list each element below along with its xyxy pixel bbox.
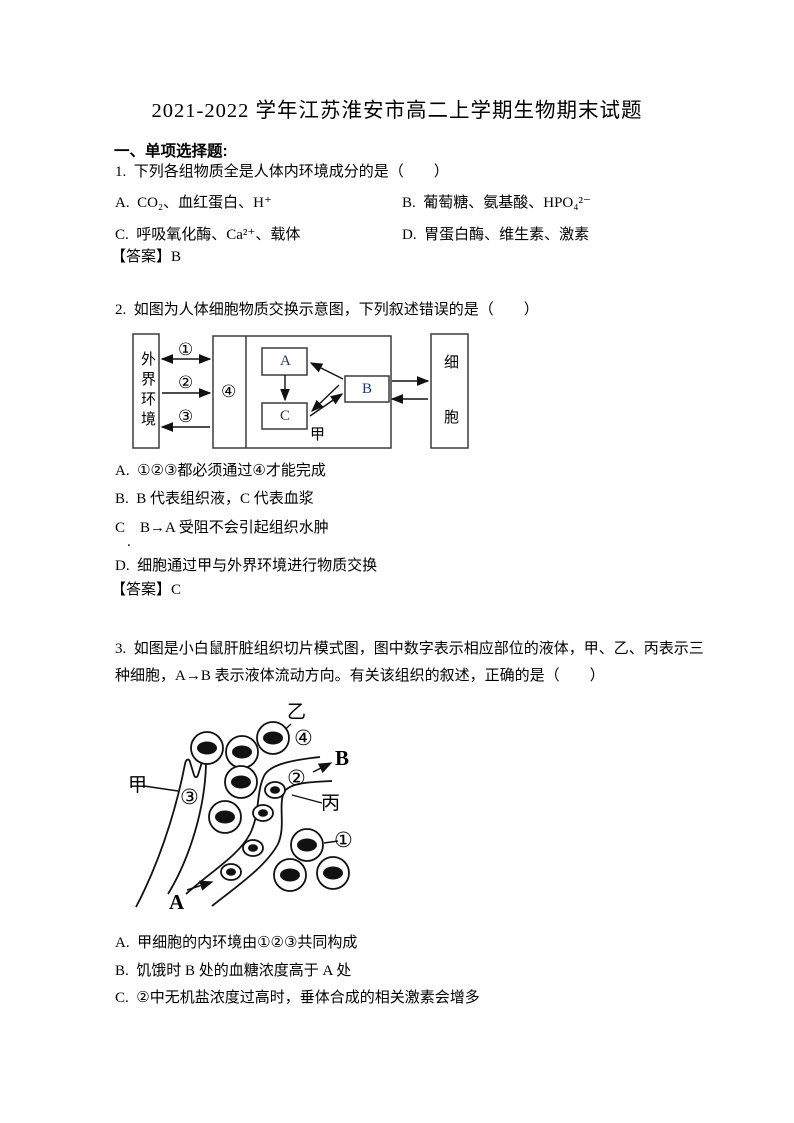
external-environment-label: 外界环境: [139, 351, 155, 431]
circled-2: ②: [287, 766, 306, 790]
q3-stem-line1: 3. 如图是小白鼠肝脏组织切片模式图，图中数字表示相应部位的液体，甲、乙、丙表示…: [115, 641, 704, 657]
vessel-lower-wall: [211, 780, 333, 907]
jia-label: 甲: [128, 775, 148, 796]
q1-option-b: B. 葡萄糖、氨基酸、HPO₄²⁻: [402, 195, 591, 211]
section-header: 一、单项选择题:: [114, 143, 228, 160]
point-b-label: B: [335, 746, 350, 770]
arrow-c-to-b: [309, 393, 344, 417]
q2-option-c-stray-period: .: [127, 534, 131, 550]
q3-stem-line2: 种细胞，A→B 表示液体流动方向。有关该组织的叙述，正确的是（ ）: [115, 668, 605, 684]
q3-option-b: B. 饥饿时 B 处的血糖浓度高于 A 处: [115, 963, 352, 979]
circled-4: ④: [221, 382, 237, 402]
q3-option-c: C. ②中无机盐浓度过高时，垂体合成的相关激素会增多: [115, 990, 480, 1006]
cell-box: [430, 333, 469, 449]
bing-pointer-line: [291, 794, 323, 804]
q2-option-b: B. B 代表组织液，C 代表血浆: [115, 491, 314, 507]
jia-label: 甲: [310, 427, 326, 443]
q2-option-c: C B→A 受阻不会引起组织水肿: [115, 520, 329, 536]
arrow-b-outflow: [312, 762, 333, 774]
q1-option-d: D. 胃蛋白酶、维生素、激素: [402, 227, 590, 243]
circled1-pointer-line: [323, 840, 339, 844]
yi-label: 乙: [287, 702, 307, 723]
cell-label: 细胞: [442, 354, 458, 464]
circled-4: ④: [294, 726, 313, 750]
arrow-a-inflow: [186, 880, 214, 891]
box-c: [261, 402, 308, 430]
circled-1: ①: [334, 828, 353, 852]
q1-option-c: C. 呼吸氧化酶、Ca²⁺、载体: [115, 227, 301, 243]
q2-answer: 【答案】C: [111, 582, 182, 598]
external-environment-box: [132, 333, 160, 449]
bing-label: 丙: [321, 793, 341, 814]
internal-environment-box: [212, 335, 392, 449]
q1-stem: 1. 下列各组物质全是人体内环境成分的是（ ）: [115, 164, 449, 180]
circled-2: ②: [178, 373, 194, 393]
arrow-b-to-c: [310, 384, 340, 412]
box-b: [344, 375, 390, 403]
box-c-label: C: [280, 408, 291, 424]
q2-diagram: 外界环境 细胞 ① ② ③ ④ A B C 甲: [126, 331, 472, 464]
blood-cell-dots: [226, 786, 280, 876]
circled-3: ③: [178, 407, 194, 427]
q1-option-a: A. CO₂、血红蛋白、H⁺: [115, 195, 272, 211]
q2-stem: 2. 如图为人体细胞物质交换示意图，下列叙述错误的是（ ）: [115, 302, 539, 318]
tube-right-wall: [167, 763, 207, 895]
q3-diagram: 乙 ④ 甲 ③ ② 丙 ① B A: [128, 698, 428, 926]
q2-option-a: A. ①②③都必须通过④才能完成: [115, 463, 326, 479]
q1-answer: 【答案】B: [111, 249, 182, 265]
point-a-label: A: [169, 890, 185, 914]
q2-option-d: D. 细胞通过甲与外界环境进行物质交换: [115, 558, 378, 574]
cell-nuclei: [197, 731, 343, 882]
q3-diagram-figure: [135, 721, 350, 908]
page-title: 2021-2022 学年江苏淮安市高二上学期生物期末试题: [151, 100, 643, 122]
q2-diagram-figure: [132, 333, 469, 449]
circled-1: ①: [178, 340, 194, 360]
q3-option-a: A. 甲细胞的内环境由①②③共同构成: [115, 935, 358, 951]
circled-3: ③: [180, 785, 199, 809]
box-b-label: B: [362, 381, 373, 397]
arrow-b-to-a: [309, 362, 344, 380]
jia-pointer-line: [143, 785, 179, 792]
tube-left-wall: [135, 763, 186, 908]
box-a-label: A: [280, 353, 291, 369]
